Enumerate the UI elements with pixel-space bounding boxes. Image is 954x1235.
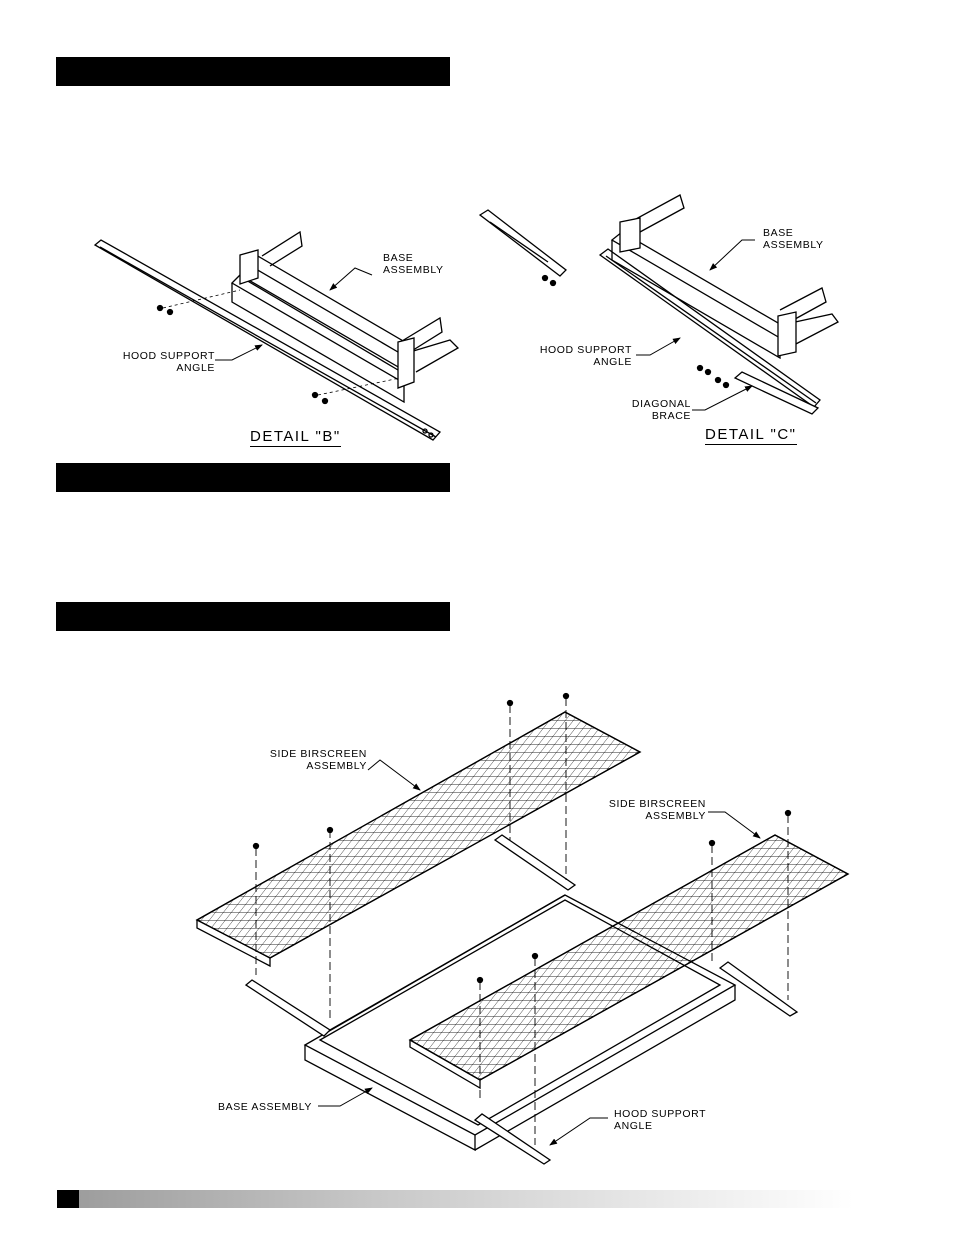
- detail-c-drawing: [478, 194, 839, 415]
- footer-gradient-bar: [57, 1190, 854, 1208]
- detail-b-caption: DETAIL "B": [250, 428, 341, 447]
- section-header-bar-1: [56, 57, 450, 86]
- footer-page-tab: [57, 1190, 79, 1208]
- assembly-base-label: BASE ASSEMBLY: [218, 1101, 312, 1113]
- detail-c-caption: DETAIL "C": [705, 426, 797, 445]
- section-header-bar-3: [56, 602, 450, 631]
- assembly-drawing: [195, 692, 850, 1165]
- detail-b-drawing: [93, 230, 460, 441]
- section-header-bar-2: [56, 463, 450, 492]
